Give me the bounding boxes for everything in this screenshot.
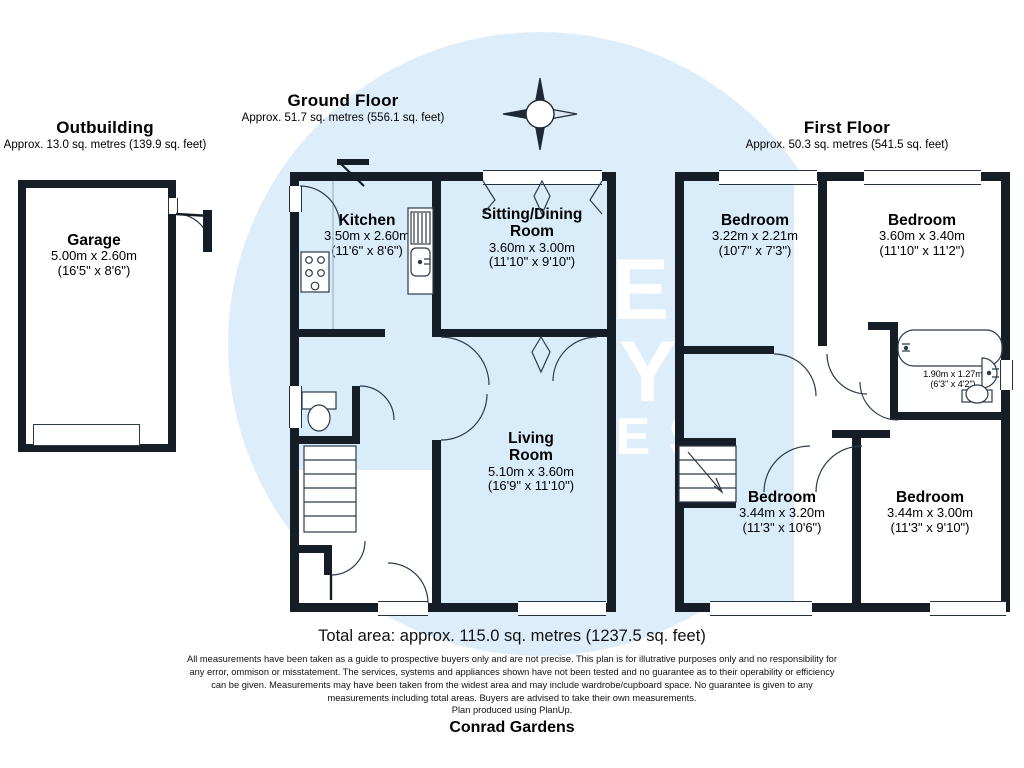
room-label-sitting-dining: Sitting/Dining Room 3.60m x 3.00m (11'10… <box>452 206 612 270</box>
gf-wall-wc-top <box>299 436 360 444</box>
gf-wall-porch-vert <box>324 545 332 575</box>
room-name-sitting-dining-l2: Room <box>510 223 554 241</box>
ff-window-bed2-top <box>864 170 981 185</box>
gf-window-sitting-top <box>483 170 602 185</box>
ff-wall-bathroom-left <box>890 322 898 420</box>
room-dim-ft-bedroom-1: (10'7" x 7'3") <box>718 242 792 258</box>
room-label-kitchen: Kitchen 3.50m x 2.60m (11'6" x 8'6") <box>296 212 438 258</box>
garage-side-door <box>168 198 178 214</box>
room-name-living-l2: Room <box>509 447 553 465</box>
room-dim-ft-kitchen: (11'6" x 8'6") <box>331 242 403 258</box>
room-dim-ft-bedroom-2: (11'10" x 11'2") <box>879 242 965 258</box>
room-dim-ft-bedroom-3: (11'3" x 10'6") <box>742 519 822 535</box>
ff-wall-bed2-bottom <box>868 322 898 330</box>
room-name-bathroom: Bathroom <box>923 355 983 369</box>
garage-wall-left <box>18 180 26 452</box>
room-dim-m-garage: 5.00m x 2.60m <box>51 248 137 264</box>
ff-wall-stair-top <box>684 438 736 446</box>
ff-window-bed3-bottom <box>710 601 812 616</box>
disclaimer-line-4: measurements including total areas. Buye… <box>327 693 697 703</box>
ground-floor-title: Ground Floor <box>287 91 399 110</box>
gf-wall-bottom <box>290 603 616 612</box>
room-dim-m-bedroom-3: 3.44m x 3.20m <box>739 505 825 521</box>
ff-wall-bottom <box>675 603 1010 612</box>
room-dim-m-bathroom: 1.90m x 1.27m <box>923 369 983 379</box>
total-area-text: Total area: approx. 115.0 sq. metres (12… <box>318 627 706 645</box>
room-name-bedroom-1: Bedroom <box>720 212 790 229</box>
ff-window-bed1-top <box>719 170 817 185</box>
room-label-bedroom-4: Bedroom 3.44m x 3.00m (11'3" x 9'10") <box>866 489 994 535</box>
ff-wall-stair-bottom <box>684 500 736 508</box>
room-dim-m-kitchen: 3.50m x 2.60m <box>324 228 410 244</box>
room-dim-ft-bedroom-4: (11'3" x 9'10") <box>890 519 970 535</box>
room-dim-ft-living: (16'9" x 11'10") <box>487 478 575 494</box>
room-label-bedroom-3: Bedroom 3.44m x 3.20m (11'3" x 10'6") <box>718 489 846 535</box>
property-address: Conrad Gardens <box>449 719 575 736</box>
room-name-bedroom-2: Bedroom <box>887 212 957 229</box>
gf-wall-living-left <box>432 440 441 608</box>
ff-wall-bathroom-bottom <box>890 412 1010 420</box>
ground-floor-subtitle: Approx. 51.7 sq. metres (556.1 sq. feet) <box>241 112 445 124</box>
room-label-bathroom: Bathroom 1.90m x 1.27m (6'3" x 4'2") <box>903 355 1003 389</box>
ff-wall-landing-bottom <box>832 430 890 438</box>
room-label-garage: Garage 5.00m x 2.60m (16'5" x 8'6") <box>14 232 174 278</box>
gf-wall-top <box>290 172 616 181</box>
garage-wall-bottom <box>18 444 176 452</box>
first-floor-title: First Floor <box>803 118 891 137</box>
ground-floor-fill-white-bl <box>294 470 434 608</box>
outbuilding-title: Outbuilding <box>56 118 154 137</box>
disclaimer-line-3: can be given. Measurements may have been… <box>211 680 813 690</box>
room-name-sitting-dining-l1: Sitting/Dining <box>481 206 583 223</box>
ff-wall-left <box>675 172 684 612</box>
room-dim-ft-sitting-dining: (11'10" x 9'10") <box>488 254 576 270</box>
room-label-bedroom-1: Bedroom 3.22m x 2.21m (10'7" x 7'3") <box>690 212 820 258</box>
gf-window-left-wc <box>289 386 302 428</box>
ff-wall-right <box>1001 172 1010 612</box>
gf-window-bottom-left <box>378 601 428 616</box>
ff-wall-bed3-right <box>852 430 861 608</box>
room-dim-m-living: 5.10m x 3.60m <box>488 463 574 479</box>
gf-wall-right <box>607 172 616 612</box>
room-name-garage: Garage <box>67 232 121 249</box>
garage-wall-right <box>168 180 176 452</box>
room-label-bedroom-2: Bedroom 3.60m x 3.40m (11'10" x 11'2") <box>848 212 996 258</box>
gf-wall-mid-left <box>299 329 385 337</box>
ff-window-bathroom-right <box>1000 360 1013 390</box>
gf-wall-mid-right <box>432 329 616 337</box>
gf-window-living-bottom <box>518 601 606 616</box>
outbuilding-subtitle: Approx. 13.0 sq. metres (139.9 sq. feet) <box>3 139 207 151</box>
gf-wall-wc-right <box>352 386 360 442</box>
room-name-kitchen: Kitchen <box>338 212 396 229</box>
room-dim-ft-bathroom: (6'3" x 4'2") <box>930 379 976 390</box>
room-dim-m-bedroom-4: 3.44m x 3.00m <box>887 505 973 521</box>
garage-door-arc <box>175 213 211 249</box>
ff-window-bed4-bottom <box>930 601 1006 616</box>
garage-wall-top <box>18 180 176 188</box>
room-dim-ft-garage: (16'5" x 8'6") <box>57 262 131 278</box>
ff-wall-bed1-bottom <box>684 346 774 354</box>
garage-floor <box>22 180 174 452</box>
room-name-bedroom-4: Bedroom <box>895 489 965 506</box>
room-dim-m-bedroom-2: 3.60m x 3.40m <box>879 228 965 244</box>
ff-wall-bed1-right <box>818 181 827 346</box>
garage-door-panel <box>33 424 140 446</box>
room-label-living: Living Room 5.10m x 3.60m (16'9" x 11'10… <box>452 430 610 494</box>
room-dim-m-sitting-dining: 3.60m x 3.00m <box>489 239 575 255</box>
first-floor-subtitle: Approx. 50.3 sq. metres (541.5 sq. feet) <box>745 139 949 151</box>
gf-door-front <box>289 186 302 212</box>
ff-wall-top <box>675 172 1010 181</box>
gf-wall-kitchen-right <box>432 181 441 333</box>
room-name-living-l1: Living <box>508 430 554 447</box>
gf-wall-porch-step <box>299 545 331 553</box>
plan-produced-by: Plan produced using PlanUp. <box>451 705 573 715</box>
disclaimer-line-1: All measurements have been taken as a gu… <box>187 654 837 664</box>
disclaimer-line-2: any error, ommison or misstatement. The … <box>189 667 835 677</box>
room-name-bedroom-3: Bedroom <box>747 489 817 506</box>
room-dim-m-bedroom-1: 3.22m x 2.21m <box>712 228 798 244</box>
ff-wall-stair-left <box>684 438 692 508</box>
